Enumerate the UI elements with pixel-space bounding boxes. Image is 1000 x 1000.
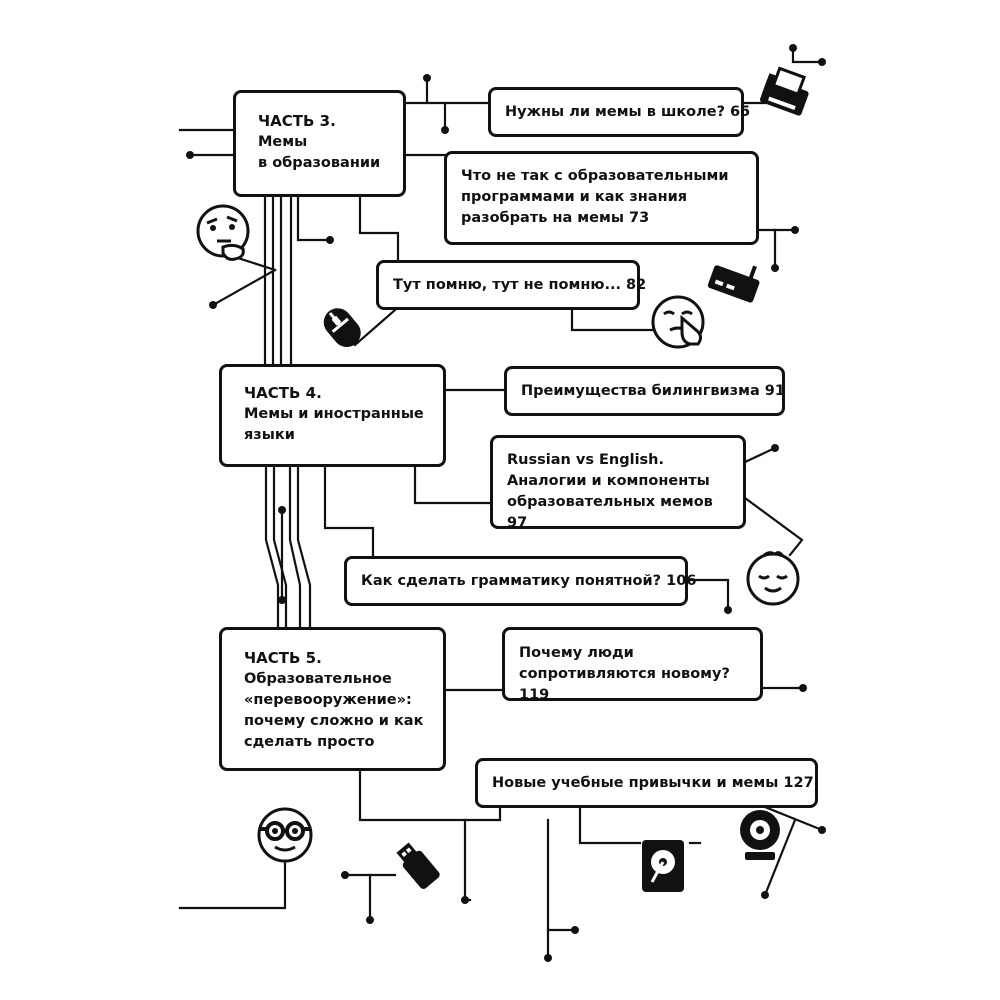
nerd-face-icon bbox=[257, 807, 313, 863]
entry-text: Преимущества билингвизма 91 bbox=[521, 382, 785, 399]
entry-text: Нужны ли мемы в школе? 65 bbox=[505, 103, 751, 120]
toc-entry-127[interactable]: Новые учебные привычки и мемы 127 bbox=[475, 758, 818, 808]
entry-text: Аналогии и компоненты bbox=[507, 473, 710, 489]
entry-text: сопротивляются новому? 119 bbox=[519, 666, 730, 703]
shush-face-icon bbox=[651, 295, 705, 349]
part-5-line: почему сложно и как bbox=[244, 713, 424, 729]
part-4-box: ЧАСТЬ 4. Мемы и иностранные языки bbox=[219, 364, 446, 467]
entry-text: Что не так с образовательными bbox=[461, 168, 729, 184]
part-5-line: сделать просто bbox=[244, 734, 375, 750]
entry-text: программами и как знания bbox=[461, 189, 688, 205]
entry-text: Почему люди bbox=[519, 645, 634, 661]
usb-stick-icon bbox=[396, 842, 440, 889]
part-5-box: ЧАСТЬ 5. Образовательное «перевооружение… bbox=[219, 627, 446, 771]
thinking-face-icon bbox=[196, 204, 250, 261]
toc-entry-106[interactable]: Как сделать грамматику понятной? 106 bbox=[344, 556, 696, 606]
toc-entry-119[interactable]: Почему люди сопротивляются новому? 119 bbox=[502, 627, 763, 703]
entry-text: Как сделать грамматику понятной? 106 bbox=[361, 572, 697, 589]
part-5-line: «перевооружение»: bbox=[244, 692, 412, 708]
entry-text: Новые учебные привычки и мемы 127 bbox=[492, 774, 814, 791]
part-3-title: ЧАСТЬ 3. bbox=[258, 112, 336, 130]
toc-entry-97[interactable]: Russian vs English. Аналогии и компонент… bbox=[490, 435, 746, 531]
entry-text: разобрать на мемы 73 bbox=[461, 210, 650, 226]
webcam-icon bbox=[740, 810, 780, 860]
entry-text: образовательных мемов 97 bbox=[507, 494, 713, 531]
part-5-title: ЧАСТЬ 5. bbox=[244, 649, 322, 667]
fax-icon bbox=[760, 66, 809, 116]
entry-text: Тут помню, тут не помню... 82 bbox=[393, 276, 647, 293]
toc-entry-91[interactable]: Преимущества билингвизма 91 bbox=[504, 366, 785, 416]
part-4-line: Мемы и иностранные bbox=[244, 406, 424, 422]
entry-text: Russian vs English. bbox=[507, 452, 665, 468]
mouse-icon bbox=[323, 308, 361, 348]
part-3-box: ЧАСТЬ 3. Мемы в образовании bbox=[233, 90, 406, 197]
part-4-line: языки bbox=[244, 427, 295, 443]
toc-entry-82[interactable]: Тут помню, тут не помню... 82 bbox=[376, 260, 646, 310]
toc-entry-73[interactable]: Что не так с образовательными программам… bbox=[444, 151, 759, 245]
hard-drive-icon bbox=[642, 840, 684, 892]
part-3-line: Мемы bbox=[258, 134, 308, 150]
part-3-line: в образовании bbox=[258, 155, 381, 171]
part-5-line: Образовательное bbox=[244, 671, 392, 687]
part-4-title: ЧАСТЬ 4. bbox=[244, 384, 322, 402]
router-icon bbox=[707, 265, 760, 303]
relieved-face-icon bbox=[746, 551, 800, 606]
toc-entry-65[interactable]: Нужны ли мемы в школе? 65 bbox=[488, 87, 750, 137]
